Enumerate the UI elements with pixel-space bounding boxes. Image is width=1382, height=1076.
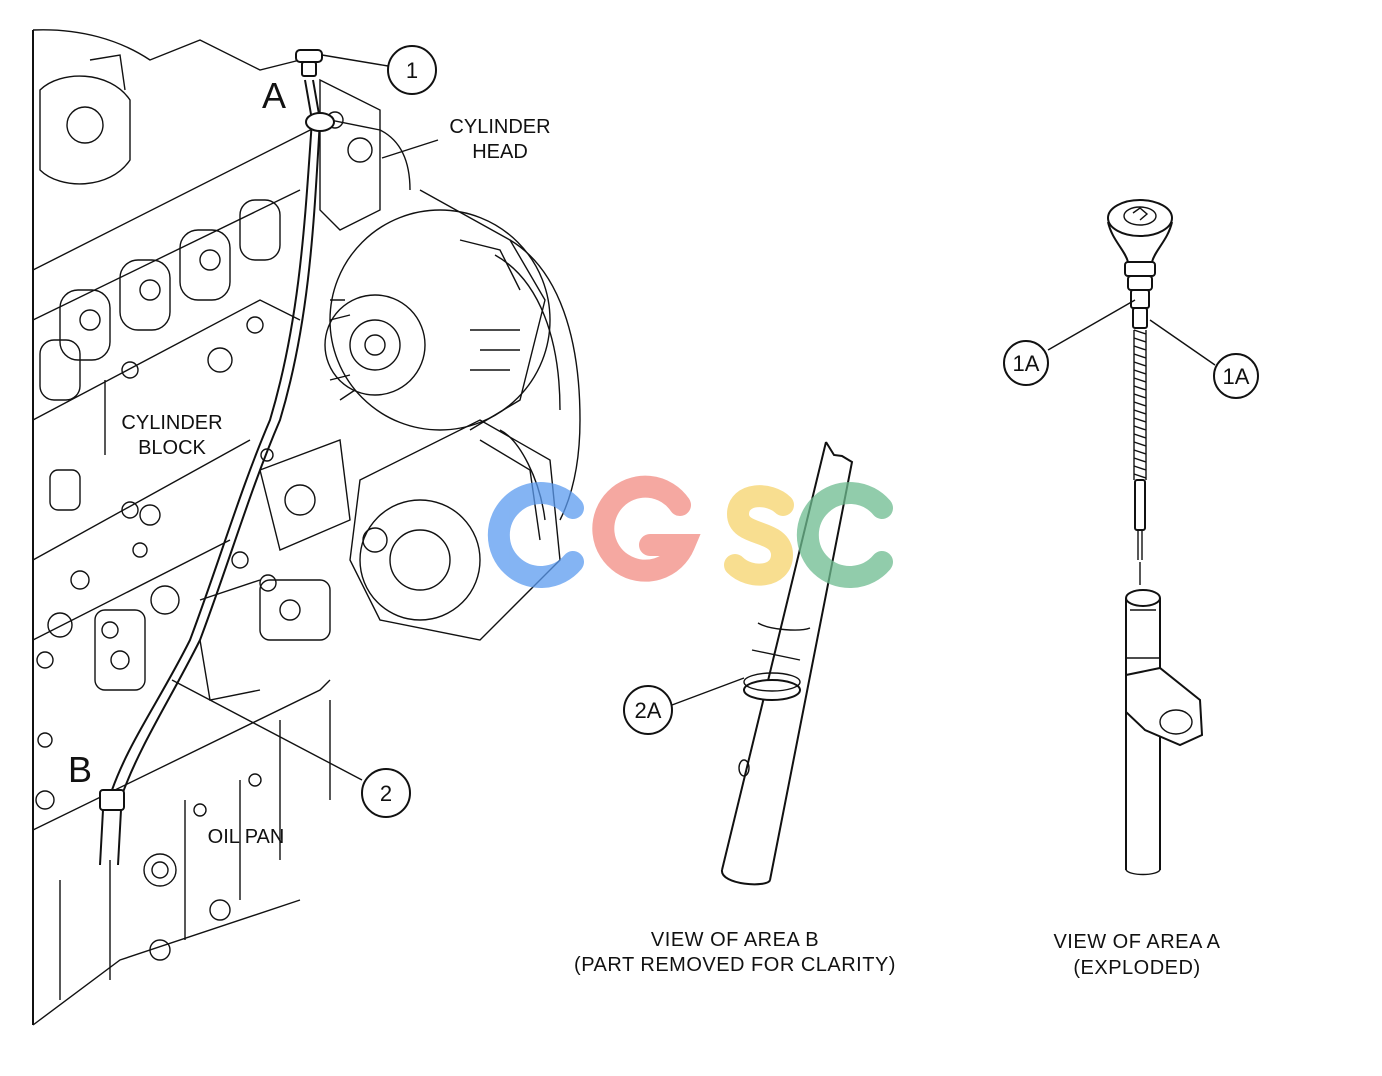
watermark-letter-c2 [796, 482, 893, 588]
oil-pan-label: OIL PAN [208, 826, 285, 848]
cgsc-watermark [487, 475, 893, 588]
engine-drawing [32, 29, 581, 1026]
callout-2a: 2A [635, 698, 662, 723]
view-a-caption-line2: (EXPLODED) [1073, 957, 1200, 979]
callout-1a-left-circle [1003, 340, 1049, 386]
watermark-letter-c1 [487, 482, 584, 588]
callout-2: 2 [380, 781, 392, 806]
dipstick-tube [111, 79, 314, 791]
callout-1-circle [387, 45, 437, 95]
cylinder-block-label-line1: CYLINDER [121, 412, 222, 434]
alternator [324, 189, 551, 431]
cylinder-block-label-line2: BLOCK [138, 437, 206, 459]
callout-1a-right: 1A [1223, 364, 1250, 389]
view-b-caption-line1: VIEW OF AREA B [651, 929, 819, 951]
view-b-caption-line2: (PART REMOVED FOR CLARITY) [574, 954, 896, 976]
callout-2a-circle [623, 685, 673, 735]
watermark-letter-s [724, 485, 794, 586]
callout-2-circle [361, 768, 411, 818]
view-area-a [1107, 199, 1204, 876]
callout-1: 1 [406, 58, 418, 83]
watermark-letter-g [592, 475, 701, 582]
cylinder-head-label-line2: HEAD [472, 141, 528, 163]
view-a-caption-line1: VIEW OF AREA A [1053, 931, 1220, 953]
area-a-label: A [262, 75, 286, 116]
cylinder-head-label-line1: CYLINDER [449, 116, 550, 138]
compressor [349, 419, 561, 641]
area-b-label: B [68, 749, 92, 790]
callout-1a-left: 1A [1013, 351, 1040, 376]
callout-1a-right-circle [1213, 353, 1259, 399]
